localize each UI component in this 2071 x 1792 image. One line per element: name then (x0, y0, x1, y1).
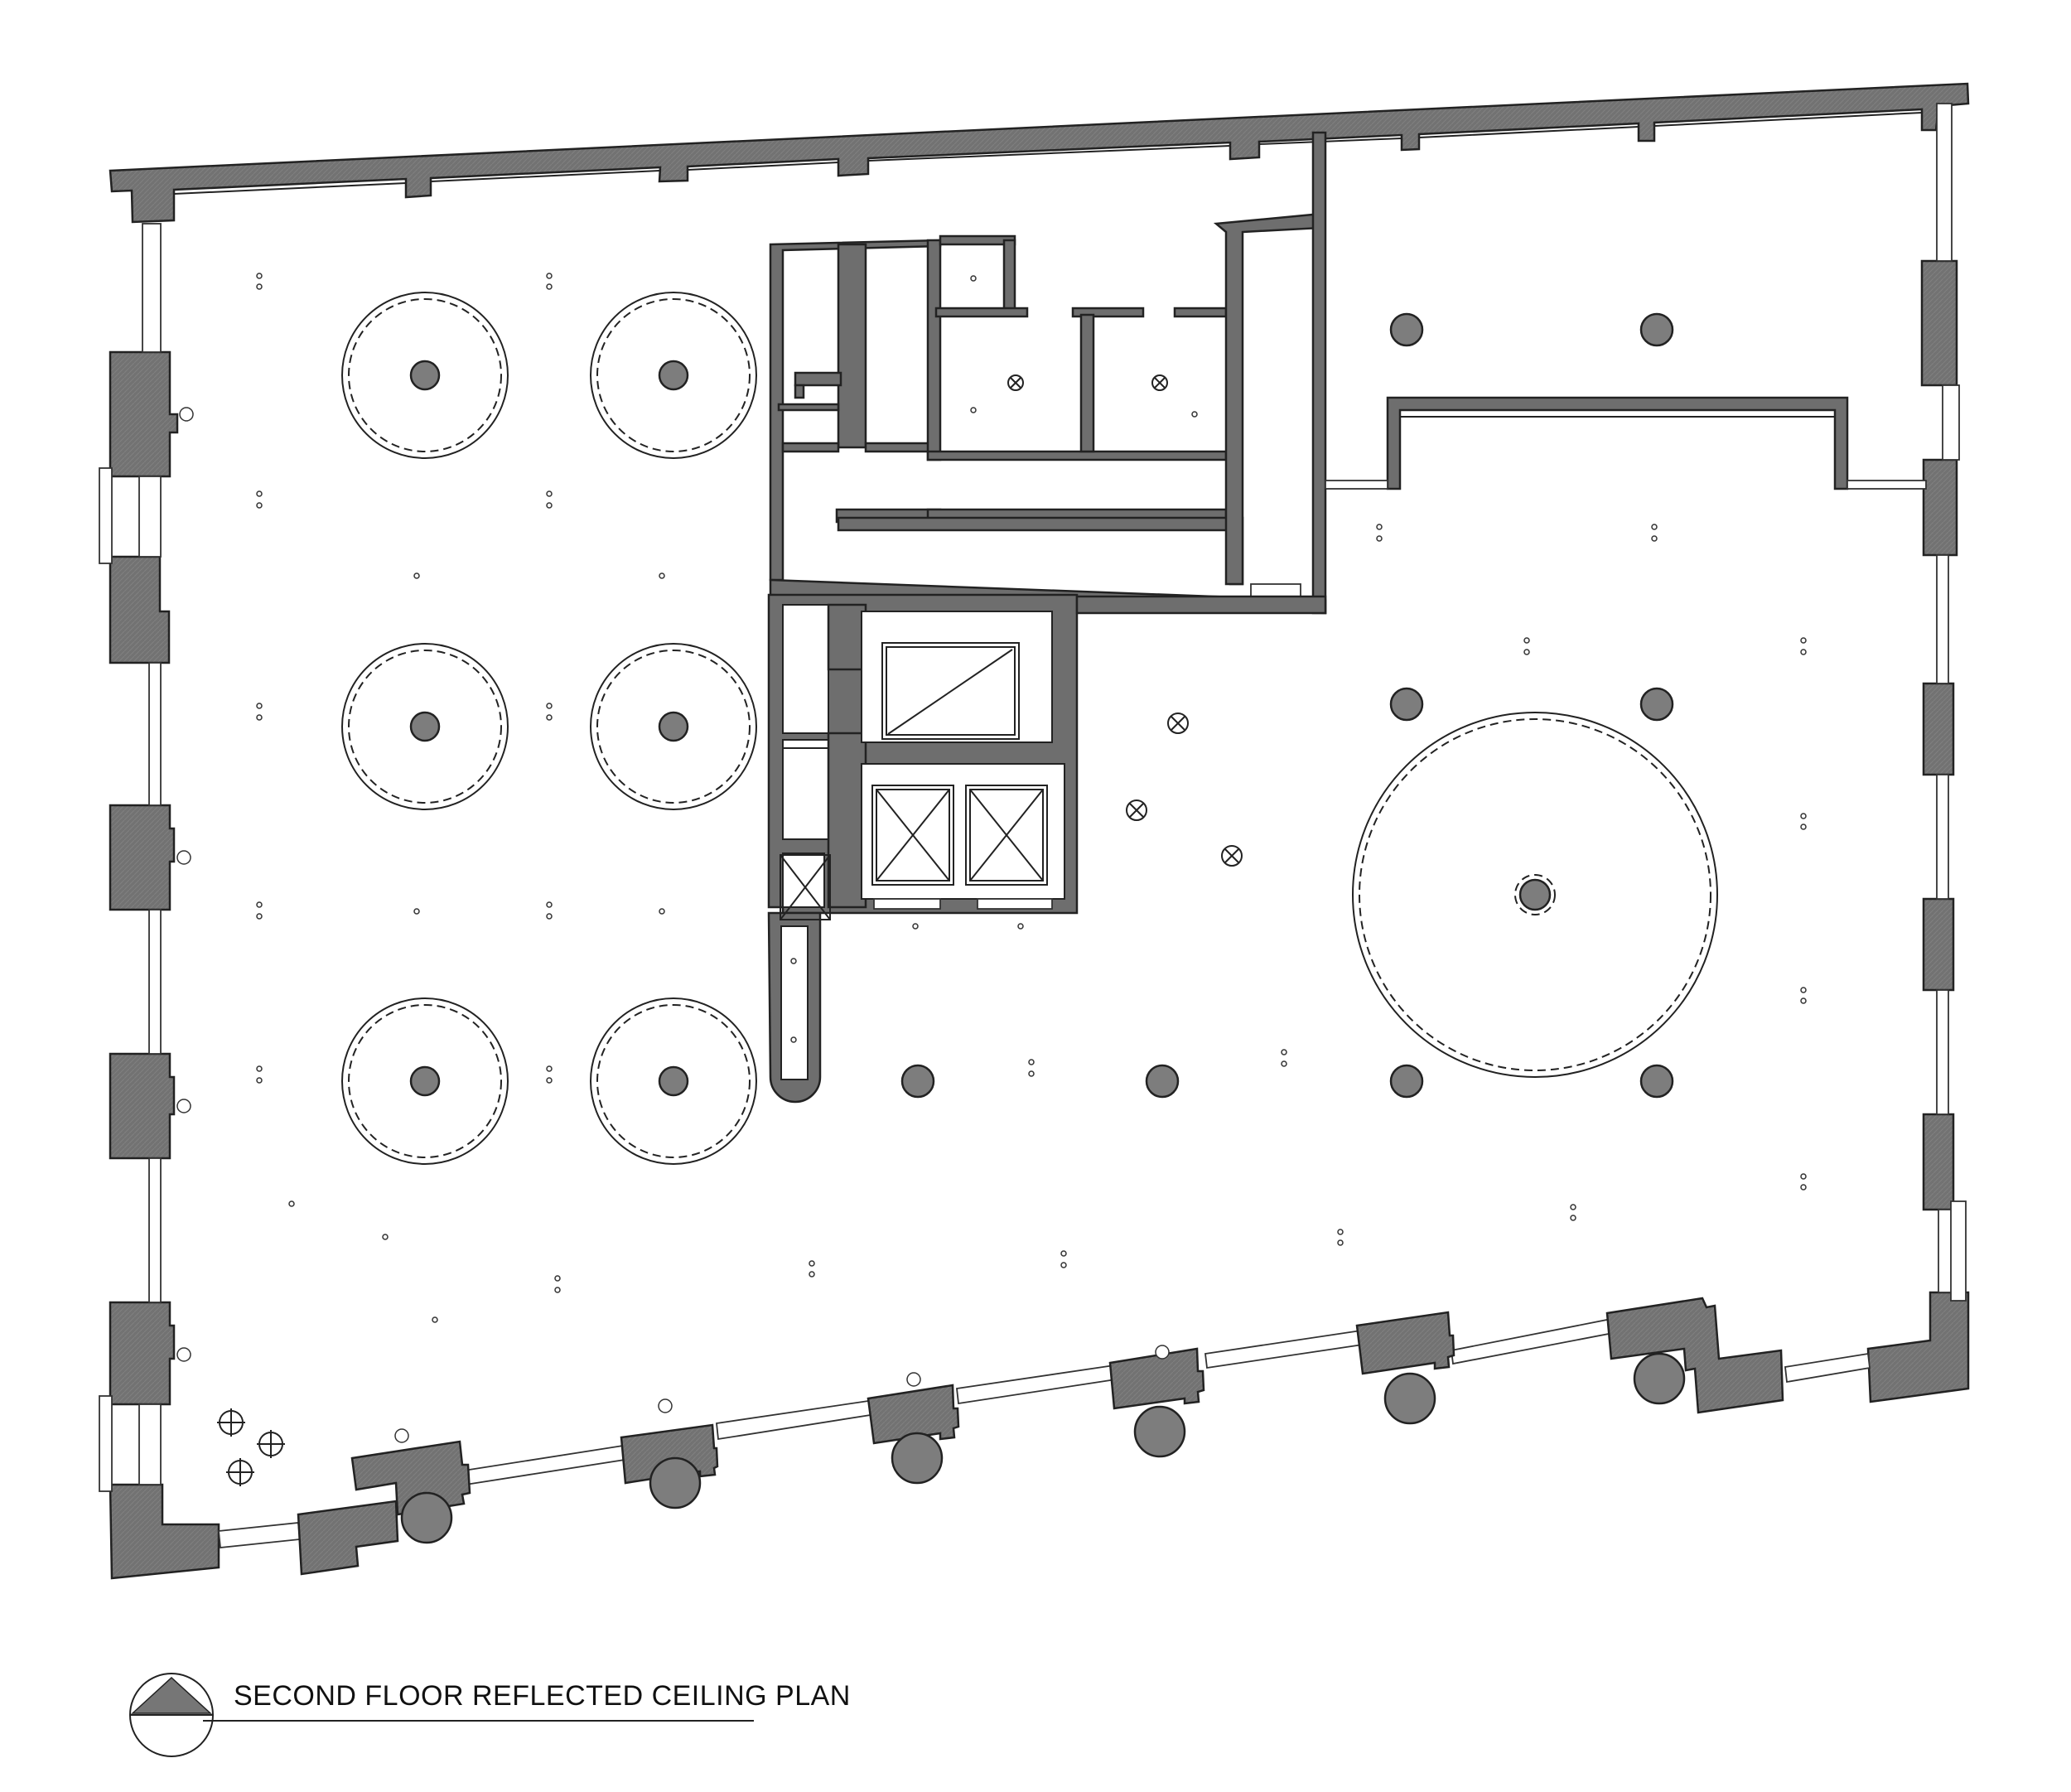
south-piers (297, 1297, 1784, 1576)
floor-outlets (217, 1408, 285, 1486)
east-pier-3 (1922, 682, 1955, 776)
west-pier-5 (109, 1301, 176, 1406)
title-block: SECOND FLOOR REFLECTED CEILING PLAN (129, 1673, 851, 1757)
west-pier-4 (109, 1052, 176, 1160)
drawing-title: SECOND FLOOR REFLECTED CEILING PLAN (234, 1680, 851, 1712)
east-pier-5 (1922, 1113, 1955, 1211)
east-glazing (1936, 103, 1967, 1302)
pendant-fixtures-west (341, 292, 757, 1165)
se-corner (1866, 1291, 1970, 1403)
east-partitions (1325, 396, 1927, 601)
wall-sconces (176, 407, 1170, 1443)
exterior-walls (99, 82, 1970, 1580)
elevator-shafts (780, 642, 1048, 920)
exhaust-fans (1007, 374, 1243, 867)
columns (900, 312, 1674, 1099)
south-glazing (218, 1317, 1871, 1548)
section-marker-icon (129, 1673, 214, 1757)
west-pier-3 (109, 804, 176, 911)
west-glazing (99, 223, 162, 1492)
sw-corner (109, 1483, 220, 1580)
east-pier-2 (1922, 458, 1958, 557)
pendant-fixture-large (1352, 712, 1718, 1078)
west-pier-1 (109, 350, 179, 478)
north-wall (109, 82, 1970, 224)
downlights (256, 273, 1807, 1323)
east-pier-4 (1922, 897, 1955, 992)
west-pier-2 (109, 555, 171, 664)
core-walls (767, 131, 1327, 1104)
east-pier-1 (1920, 259, 1958, 387)
